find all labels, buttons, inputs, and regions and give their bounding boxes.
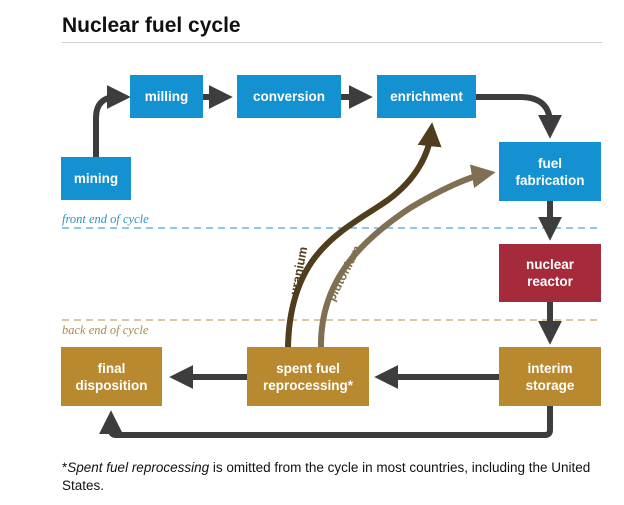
stage-spent-fuel-reprocessing-label: spent fuel reprocessing* bbox=[262, 360, 354, 393]
stage-final-disposition: final disposition bbox=[61, 347, 162, 406]
stage-enrichment: enrichment bbox=[377, 75, 476, 118]
stage-enrichment-label: enrichment bbox=[390, 89, 463, 104]
footnote-text: is omitted from the cycle in most countr… bbox=[62, 460, 591, 493]
plutonium-flow-label: plutonium bbox=[324, 243, 364, 303]
footnote-marker: * bbox=[62, 460, 68, 475]
plutonium-flow-arrow bbox=[317, 164, 496, 348]
stage-fuel-fabrication-label: fuel fabrication bbox=[515, 155, 585, 188]
footnote-term: Spent fuel reprocessing bbox=[67, 460, 210, 475]
arrow-mining-to-milling bbox=[93, 85, 131, 157]
arrow-storage-to-disposition bbox=[99, 406, 553, 438]
stage-fuel-fabrication: fuel fabrication bbox=[499, 142, 601, 201]
stage-interim-storage-label: interim storage bbox=[525, 360, 575, 393]
back-end-label: back end of cycle bbox=[62, 323, 149, 337]
footnote: *Spent fuel reprocessing is omitted from… bbox=[62, 459, 602, 495]
arrow-enrichment-to-fabrication bbox=[476, 94, 562, 139]
stage-conversion-label: conversion bbox=[252, 89, 326, 104]
stage-mining: mining bbox=[61, 157, 131, 200]
stage-nuclear-reactor-label: nuclear reactor bbox=[525, 257, 575, 289]
title-divider bbox=[62, 42, 602, 43]
stage-spent-fuel-reprocessing: spent fuel reprocessing* bbox=[247, 347, 369, 406]
front-end-label: front end of cycle bbox=[62, 212, 149, 226]
stage-mining-label: mining bbox=[73, 171, 119, 186]
stage-interim-storage: interim storage bbox=[499, 347, 601, 406]
diagram-title: Nuclear fuel cycle bbox=[62, 14, 241, 37]
stage-nuclear-reactor: nuclear reactor bbox=[499, 244, 601, 302]
stage-milling: milling bbox=[130, 75, 203, 118]
stage-milling-label: milling bbox=[144, 89, 189, 104]
stage-conversion: conversion bbox=[237, 75, 341, 118]
uranium-flow-arrow bbox=[285, 122, 442, 348]
stage-final-disposition-label: final disposition bbox=[75, 360, 148, 393]
